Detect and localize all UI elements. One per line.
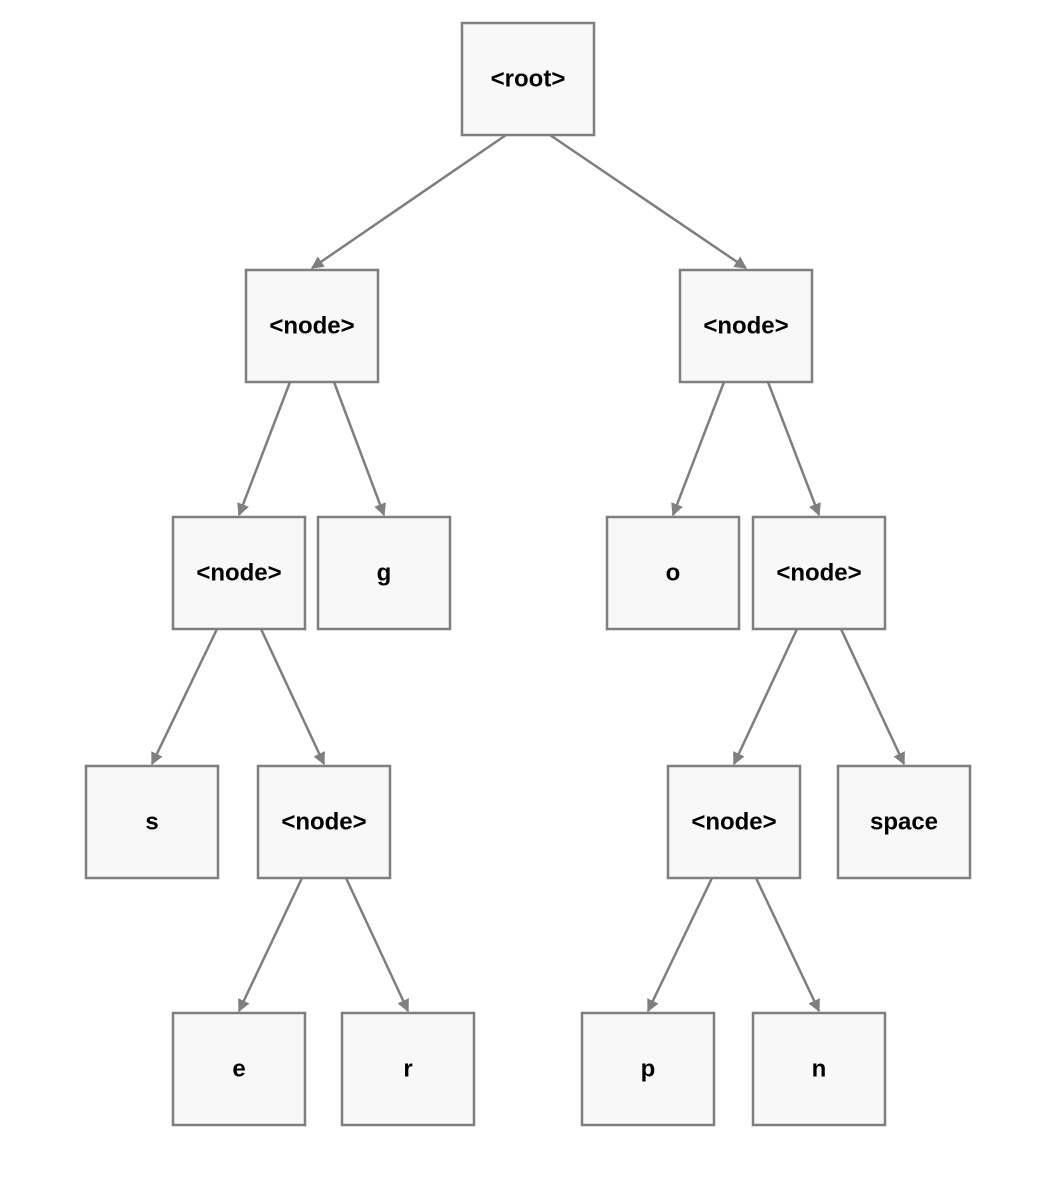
node-box <box>836 764 972 880</box>
tree-node-leaf-space: space <box>836 764 972 880</box>
edge-n-right-to-n-right-right <box>766 381 821 517</box>
tree-node-n-left-left: <node> <box>171 515 307 631</box>
edge-n-left-to-n-left-left <box>237 381 292 517</box>
tree-node-leaf-s: s <box>84 764 220 880</box>
edge-n-left-left-to-leaf-s <box>150 628 219 766</box>
node-label: e <box>232 1056 245 1083</box>
node-box <box>678 268 814 384</box>
tree-node-leaf-n: n <box>751 1011 887 1127</box>
node-box <box>751 1011 887 1127</box>
edge-n-ser-to-leaf-e <box>237 877 304 1013</box>
nodes: <root> <node> <node> <node> g o <node> s <node> <… <box>84 21 972 1127</box>
edge-n-right-to-leaf-o <box>671 381 726 517</box>
node-label: <node> <box>196 560 281 587</box>
edge-n-pn-to-leaf-p <box>646 877 714 1013</box>
node-box <box>171 515 307 631</box>
node-label: s <box>145 809 158 836</box>
edge-n-right-right-to-leaf-space <box>839 628 906 766</box>
node-box <box>244 268 380 384</box>
node-box <box>580 1011 716 1127</box>
node-box <box>751 515 887 631</box>
node-label: <node> <box>269 313 354 340</box>
node-label: o <box>666 560 681 587</box>
node-box <box>84 764 220 880</box>
edge-n-right-right-to-n-pn <box>732 628 799 766</box>
node-label: n <box>812 1056 827 1083</box>
tree-node-leaf-r: r <box>340 1011 476 1127</box>
node-box <box>605 515 741 631</box>
node-label: <node> <box>703 313 788 340</box>
node-label: r <box>403 1056 412 1083</box>
tree-node-n-left: <node> <box>244 268 380 384</box>
node-box <box>666 764 802 880</box>
tree-node-leaf-e: e <box>171 1011 307 1127</box>
edge-n-left-to-leaf-g <box>332 381 386 517</box>
edge-n-ser-to-leaf-r <box>344 877 410 1013</box>
node-label: g <box>377 560 392 587</box>
edge-root-to-n-left <box>310 133 507 270</box>
node-label: <node> <box>776 560 861 587</box>
tree-node-n-right-right: <node> <box>751 515 887 631</box>
edge-n-left-left-to-n-ser <box>259 628 326 766</box>
edge-n-pn-to-leaf-n <box>754 877 821 1013</box>
node-label: space <box>870 809 938 836</box>
node-box <box>316 515 452 631</box>
node-box <box>340 1011 476 1127</box>
tree-node-root: <root> <box>460 21 596 137</box>
node-label: <node> <box>691 809 776 836</box>
tree-node-leaf-p: p <box>580 1011 716 1127</box>
node-label: p <box>641 1056 656 1083</box>
node-box <box>256 764 392 880</box>
tree-node-leaf-o: o <box>605 515 741 631</box>
tree-node-n-pn: <node> <box>666 764 802 880</box>
tree-node-n-right: <node> <box>678 268 814 384</box>
node-label: <root> <box>491 66 566 93</box>
tree-node-leaf-g: g <box>316 515 452 631</box>
edge-root-to-n-right <box>549 133 748 270</box>
node-box <box>460 21 596 137</box>
node-box <box>171 1011 307 1127</box>
edges <box>150 133 906 1013</box>
node-label: <node> <box>281 809 366 836</box>
tree-node-n-ser: <node> <box>256 764 392 880</box>
